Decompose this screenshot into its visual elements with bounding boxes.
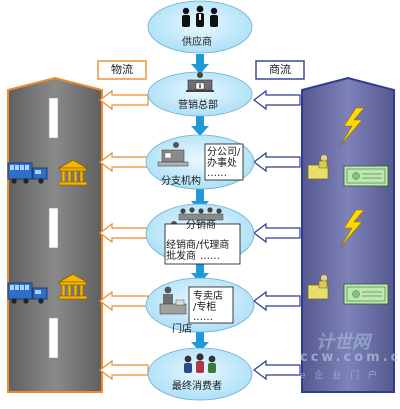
branch-types-box	[204, 143, 244, 181]
logistics-arrows	[99, 89, 149, 381]
logistics-band	[7, 76, 103, 393]
bank-note-icon	[343, 283, 389, 305]
commerce-band	[301, 76, 395, 393]
watermark-domain: ccw.com.cn	[300, 350, 400, 365]
sales-hq-label: 营销总部	[178, 100, 218, 111]
store-type-1: 专卖店	[193, 291, 223, 302]
commerce-label: 商流	[269, 63, 291, 76]
branch-type-2: 办事处	[207, 158, 237, 169]
commerce-arrows	[253, 89, 301, 381]
lightning-icon	[339, 209, 365, 249]
consumers-icon	[184, 353, 216, 373]
commerce-tag-box	[255, 60, 305, 80]
branch-label: 分支机构	[161, 176, 201, 187]
distributor-type-2: 批发商	[166, 251, 196, 262]
lightning-icon	[339, 107, 365, 147]
logistics-label: 物流	[111, 63, 133, 76]
people-group-icon	[182, 5, 218, 27]
cashier-icon	[159, 286, 187, 315]
warehouse-icon	[57, 273, 89, 300]
road-markings	[48, 97, 59, 359]
node-consumer	[147, 347, 253, 401]
store-type-more: ……	[193, 312, 213, 323]
branch-type-1: 分公司/	[207, 147, 241, 158]
warehouse-icon	[57, 159, 89, 186]
store-type-2: /专柜	[193, 302, 217, 313]
distributor-types-box	[164, 223, 241, 265]
store-types-box	[188, 286, 234, 324]
bank-note-icon	[343, 165, 389, 187]
distributor-label: 分销商	[186, 220, 216, 231]
office-desk-icon	[157, 142, 189, 167]
branch-type-more: ……	[207, 168, 227, 179]
supplier-label: 供应商	[182, 37, 212, 48]
store-label: 门店	[172, 324, 192, 335]
cashier-desk-icon	[307, 154, 329, 180]
office-desk-icon	[186, 72, 214, 92]
distributor-type-more: ……	[200, 251, 220, 262]
watermark-tagline: e 企 业 门 户	[300, 371, 380, 381]
logistics-tag-box	[97, 60, 147, 80]
cashier-desk-icon	[307, 274, 329, 300]
watermark-logo: 计世网	[316, 332, 370, 353]
truck-icon	[7, 282, 48, 304]
truck-icon	[7, 162, 48, 184]
consumer-label: 最终消费者	[172, 381, 222, 392]
distributor-type-1: 经销商/代理商	[166, 240, 230, 251]
